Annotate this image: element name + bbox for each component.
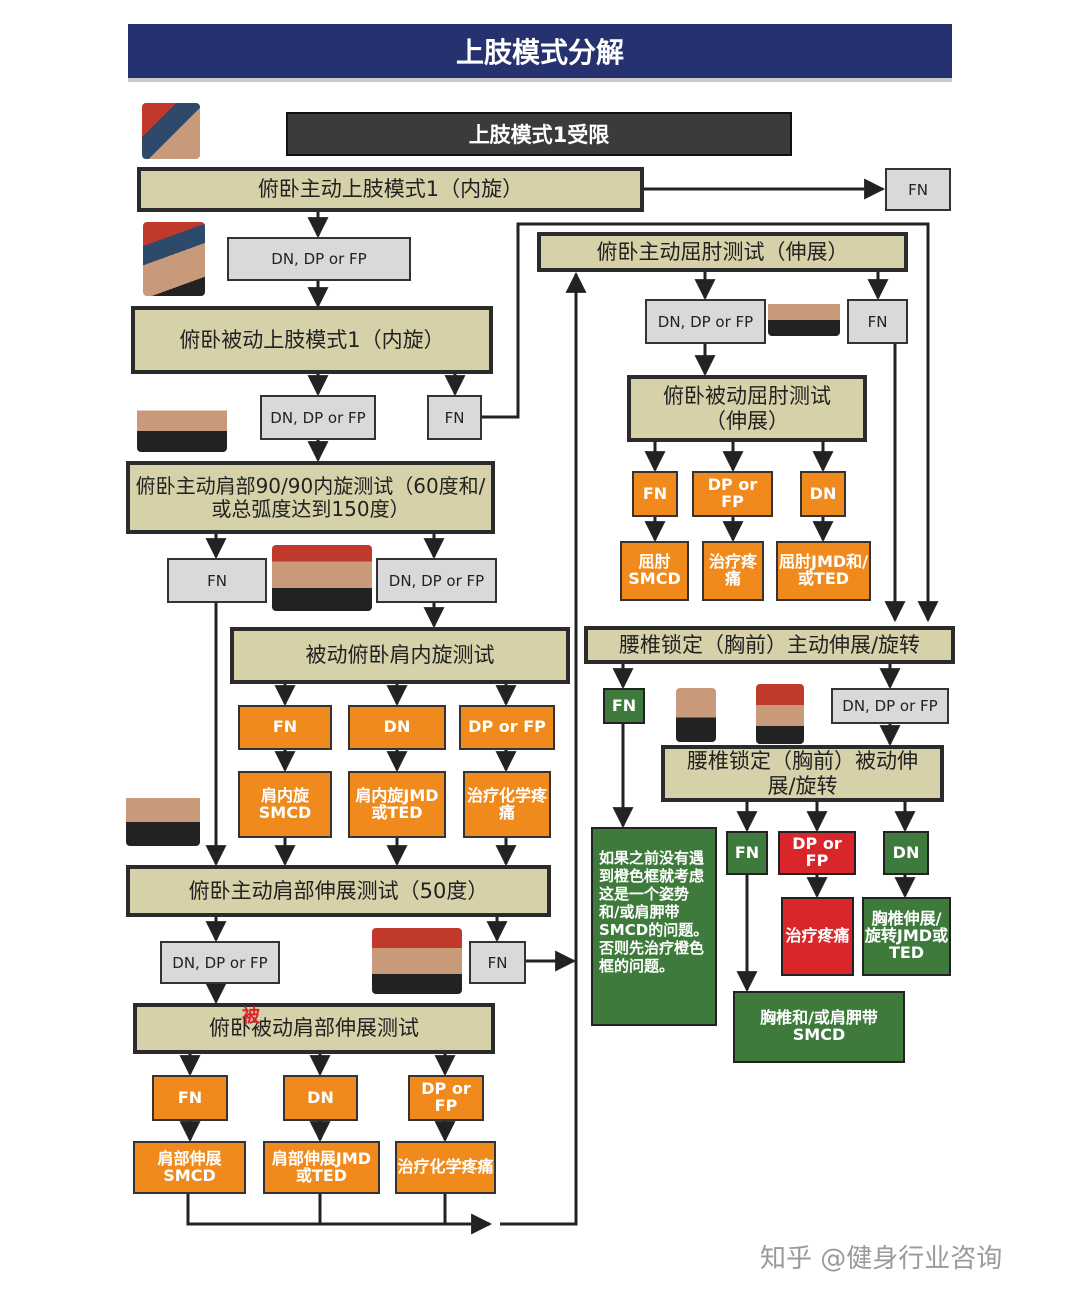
result-elbow-smcd: 屈肘SMCD bbox=[620, 541, 689, 601]
fn-box: FN bbox=[847, 299, 908, 344]
dn-dp-fp-box: DN, DP or FP bbox=[160, 941, 280, 984]
photo-placeholder bbox=[126, 786, 200, 846]
dn-dp-fp-box: DN, DP or FP bbox=[831, 688, 949, 724]
result-elbow-jmd: 屈肘JMD和/或TED bbox=[776, 541, 871, 601]
orange-dp-box: DP or FP bbox=[408, 1075, 484, 1121]
result-shoulder-ext-smcd: 肩部伸展SMCD bbox=[133, 1141, 246, 1194]
dn-dp-fp-box: DN, DP or FP bbox=[227, 237, 411, 281]
fn-top-box: FN bbox=[885, 168, 951, 211]
active-lumbar-locked-test: 腰椎锁定（胸前）主动伸展/旋转 bbox=[584, 626, 955, 664]
orange-dn-box: DN bbox=[800, 471, 846, 517]
active-elbow-flexion-test: 俯卧主动屈肘测试（伸展） bbox=[537, 232, 908, 272]
orange-fn-box: FN bbox=[632, 471, 678, 517]
green-dn-box: DN bbox=[883, 831, 929, 875]
orange-dn-box: DN bbox=[283, 1075, 358, 1121]
green-fn-box: FN bbox=[603, 688, 645, 724]
photo-placeholder bbox=[142, 103, 200, 159]
active-shoulder-ext-test: 俯卧主动肩部伸展测试（50度） bbox=[126, 865, 551, 917]
photo-placeholder bbox=[272, 545, 372, 611]
orange-fn-box: FN bbox=[152, 1075, 228, 1121]
photo-placeholder bbox=[768, 296, 840, 336]
active-shoulder-ir-test: 俯卧主动肩部90/90内旋测试（60度和/或总弧度达到150度） bbox=[126, 461, 495, 534]
red-stamp-mark: 被 bbox=[242, 1006, 260, 1027]
note-box: 如果之前没有遇到橙色框就考虑这是一个姿势和/或肩胛带SMCD的问题。否则先治疗橙… bbox=[591, 827, 717, 1026]
photo-placeholder bbox=[143, 222, 205, 296]
page-title: 上肢模式分解 bbox=[128, 24, 952, 82]
dn-dp-fp-box: DN, DP or FP bbox=[645, 299, 766, 344]
result-shoulder-ir-jmd: 肩内旋JMD或TED bbox=[348, 771, 446, 838]
result-thoracic-smcd: 胸椎和/或肩胛带SMCD bbox=[733, 991, 905, 1063]
orange-dn-box: DN bbox=[348, 705, 446, 750]
orange-fn-box: FN bbox=[238, 705, 332, 750]
photo-placeholder bbox=[372, 928, 462, 994]
red-dp-box: DP or FP bbox=[778, 831, 856, 875]
photo-placeholder bbox=[676, 688, 716, 742]
green-fn-box: FN bbox=[726, 831, 768, 875]
subtitle-header: 上肢模式1受限 bbox=[286, 112, 792, 156]
photo-placeholder bbox=[756, 684, 804, 744]
result-shoulder-ext-jmd: 肩部伸展JMD或TED bbox=[263, 1141, 380, 1194]
result-thoracic-jmd: 胸椎伸展/旋转JMD或TED bbox=[862, 897, 951, 976]
fn-box: FN bbox=[469, 941, 526, 984]
result-pain: 治疗疼痛 bbox=[702, 541, 764, 601]
dn-dp-fp-box: DN, DP or FP bbox=[260, 395, 376, 440]
orange-dp-box: DP or FP bbox=[459, 705, 555, 750]
orange-dp-box: DP or FP bbox=[692, 471, 773, 517]
result-chem-pain: 治疗化学疼痛 bbox=[395, 1141, 496, 1194]
watermark: 知乎 @健身行业咨询 bbox=[760, 1244, 1003, 1274]
passive-shoulder-ir-test: 被动俯卧肩内旋测试 bbox=[230, 627, 570, 684]
photo-placeholder bbox=[137, 400, 227, 452]
fn-box: FN bbox=[427, 395, 482, 440]
passive-lumbar-locked-test: 腰椎锁定（胸前）被动伸展/旋转 bbox=[661, 745, 944, 802]
result-shoulder-ir-smcd: 肩内旋SMCD bbox=[238, 771, 332, 838]
result-pain: 治疗疼痛 bbox=[781, 897, 854, 976]
result-chem-pain: 治疗化学疼痛 bbox=[463, 771, 551, 838]
passive-elbow-flexion-test: 俯卧被动屈肘测试（伸展） bbox=[627, 375, 867, 442]
active-ul-pattern-test: 俯卧主动上肢模式1（内旋） bbox=[137, 167, 644, 212]
passive-shoulder-ext-test: 俯卧被动肩部伸展测试 bbox=[133, 1003, 495, 1054]
passive-ul-pattern-test: 俯卧被动上肢模式1（内旋） bbox=[131, 306, 493, 374]
dn-dp-fp-box: DN, DP or FP bbox=[376, 558, 497, 603]
fn-box: FN bbox=[167, 558, 267, 603]
